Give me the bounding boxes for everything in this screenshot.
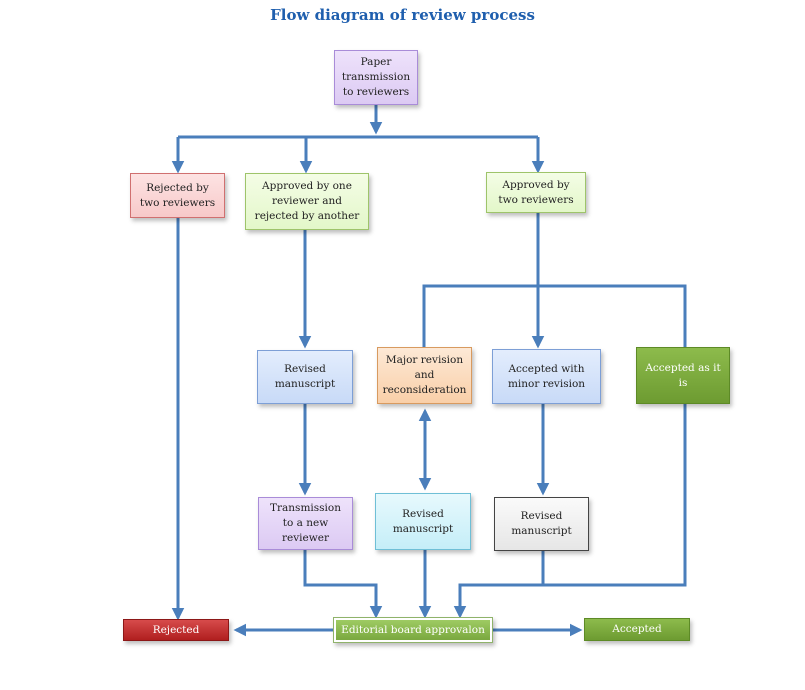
diagram-title: Flow diagram of review process xyxy=(270,6,535,24)
node-revised-manuscript-3: Revised manuscript xyxy=(494,497,589,551)
node-accepted-minor-revision: Accepted with minor revision xyxy=(492,349,601,404)
node-transmission-new-reviewer: Transmission to a new reviewer xyxy=(258,497,353,550)
node-paper-transmission: Paper transmission to reviewers xyxy=(334,50,418,105)
node-revised-manuscript-1: Revised manuscript xyxy=(257,350,353,404)
editorial-band xyxy=(336,620,490,640)
node-revised-manuscript-2: Revised manuscript xyxy=(375,493,471,550)
connector-transmission-to-editorial xyxy=(303,550,383,619)
node-accepted-as-is: Accepted as it is xyxy=(636,347,730,404)
node-approved-by-one: Approved by one reviewer and rejected by… xyxy=(245,173,369,230)
connector-accepted-as-is-to-editorial xyxy=(460,404,687,587)
node-rejected: Rejected xyxy=(123,619,229,641)
node-rejected-by-two: Rejected by two reviewers xyxy=(130,173,225,218)
node-editorial-board: Editorial board approvalon xyxy=(333,617,493,643)
node-accepted: Accepted xyxy=(584,618,690,641)
editorial-label: Editorial board approvalon xyxy=(341,623,485,636)
node-major-revision: Major revision and reconsideration xyxy=(377,347,472,404)
node-approved-by-two: Approved by two reviewers xyxy=(486,172,586,213)
connector-upper-loop xyxy=(422,284,687,347)
